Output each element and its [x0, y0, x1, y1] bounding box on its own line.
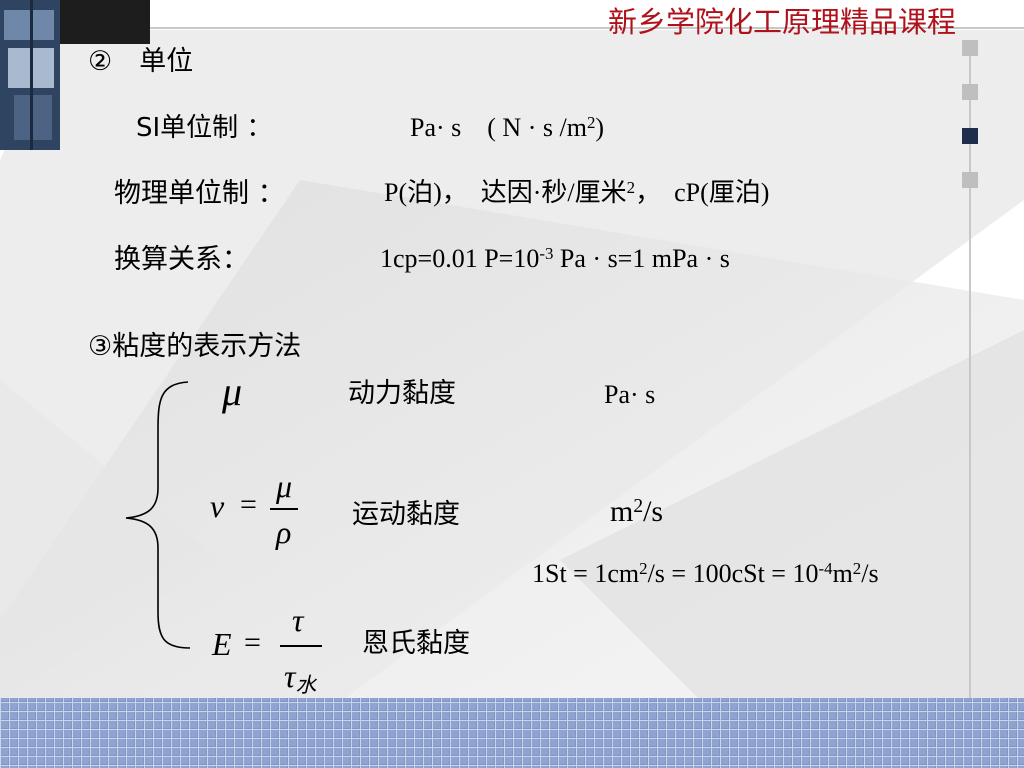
conversion-value: 1cp=0.01 P=10-3 Pa · s=1 mPa · s: [380, 244, 730, 273]
physical-unit-superscript: 2: [626, 178, 636, 198]
kinematic-viscosity-name: 运动黏度: [352, 499, 460, 530]
dynamic-viscosity-name: 动力黏度: [348, 378, 456, 409]
stokes-text-4: /s: [861, 559, 879, 588]
stokes-sup-2: -4: [818, 559, 833, 579]
stokes-sup-1: 2: [639, 559, 648, 579]
physical-unit-value: P(泊)， 达因·秒/厘米2， cP(厘泊): [384, 178, 770, 207]
engler-viscosity-lhs: E: [212, 626, 232, 662]
kinematic-viscosity-equals: =: [240, 488, 257, 521]
kinematic-viscosity-numerator: μ: [276, 468, 293, 504]
kinematic-viscosity-unit: m2/s: [610, 497, 663, 527]
engler-viscosity-denominator: τ水: [284, 658, 316, 696]
kinematic-unit-tail: /s: [643, 495, 664, 528]
header-title: 新乡学院化工原理精品课程: [608, 5, 957, 39]
kinematic-unit-text: m: [610, 495, 634, 528]
kinematic-unit-superscript: 2: [633, 496, 644, 518]
engler-viscosity-numerator: τ: [292, 602, 304, 638]
si-label: SI单位制 ：: [136, 113, 273, 143]
si-value: Pa· s ( N · s /m2): [410, 113, 605, 142]
stokes-sup-3: 2: [852, 559, 862, 579]
engler-fraction-bar: [280, 645, 322, 647]
si-value-close: ): [595, 113, 605, 142]
engler-viscosity-name: 恩氏黏度: [362, 628, 470, 659]
conversion-text: 1cp=0.01 P=10: [380, 244, 540, 273]
conversion-tail: Pa · s=1 mPa · s: [553, 244, 730, 273]
engler-viscosity-equals: =: [244, 626, 261, 659]
stokes-text-1: 1St = 1cm: [532, 559, 640, 588]
physical-unit-label: 物理单位制 ：: [114, 178, 285, 209]
stokes-text-3: m: [832, 559, 853, 588]
conversion-exponent: -3: [539, 244, 554, 264]
kinematic-viscosity-lhs: ν: [210, 488, 225, 524]
stokes-text-2: /s = 100cSt = 10: [647, 559, 819, 588]
dynamic-viscosity-unit: Pa· s: [604, 380, 656, 409]
dynamic-viscosity-symbol: μ: [222, 369, 243, 414]
physical-unit-text: P(泊)， 达因·秒/厘米: [384, 178, 627, 207]
section-3-heading: ③粘度的表示方法: [88, 331, 302, 362]
engler-den-symbol: τ: [284, 658, 296, 694]
stokes-conversion: 1St = 1cm2/s = 100cSt = 10-4m2/s: [532, 559, 879, 588]
kinematic-fraction-bar: [270, 508, 298, 510]
section-2-heading: ② 单位: [88, 46, 194, 77]
engler-den-subscript: 水: [295, 673, 317, 698]
corner-photo: [0, 0, 60, 150]
conversion-label: 换算关系：: [114, 244, 249, 275]
physical-unit-tail: ， cP(厘泊): [635, 178, 770, 207]
curly-brace: [125, 381, 191, 649]
si-value-text: Pa· s ( N · s /m: [410, 113, 587, 142]
si-value-superscript: 2: [586, 113, 596, 133]
kinematic-viscosity-denominator: ρ: [276, 514, 292, 550]
